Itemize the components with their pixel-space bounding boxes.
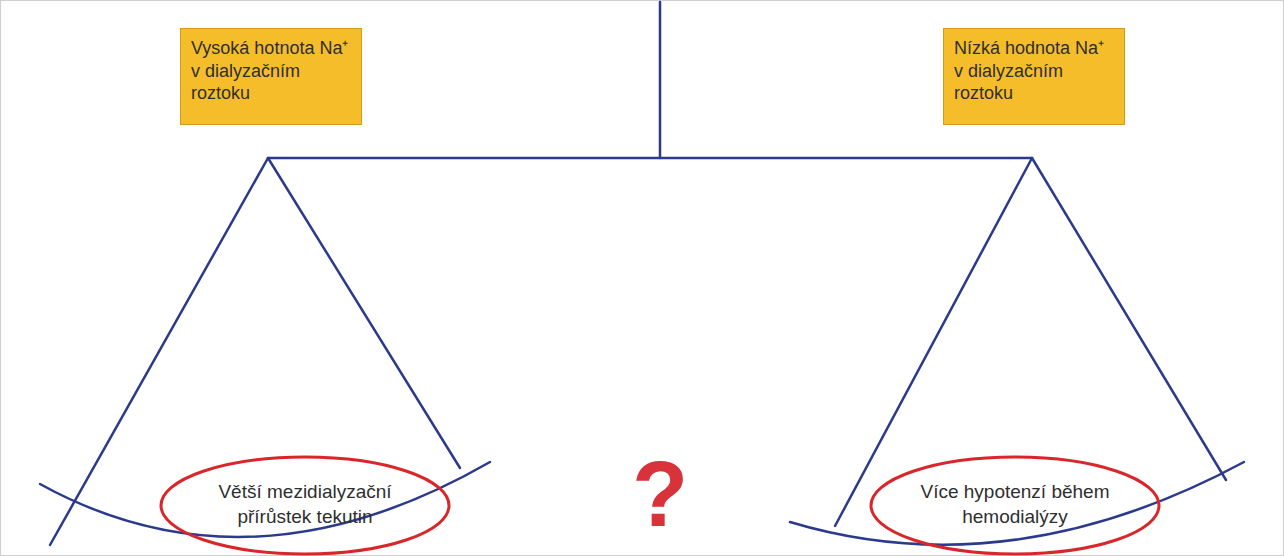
- scale-beam: [268, 157, 1032, 160]
- question-mark: ?: [620, 448, 700, 540]
- scale: [40, 2, 1244, 545]
- condition-box: Vysoká hotnota Na⁺ v dialyzačním roztoku: [180, 28, 362, 125]
- ellipse-outline: [871, 457, 1159, 554]
- pan-string: [835, 158, 1032, 526]
- ellipse-outline: [159, 455, 451, 556]
- condition-text: Vysoká hotnota Na⁺ v dialyzačním roztoku: [191, 37, 351, 105]
- outcome-text: Větší mezidialyzační přírůstek tekutin: [198, 480, 413, 529]
- ellipse-outline: [869, 455, 1161, 556]
- pan-string: [268, 158, 460, 468]
- outcome-ellipse: Větší mezidialyzační přírůstek tekutin: [159, 455, 451, 556]
- pan-string: [1032, 158, 1226, 480]
- scale-pan: [40, 462, 490, 537]
- scale-post: [659, 2, 662, 158]
- ellipse-outline: [161, 457, 449, 554]
- condition-text: Nízká hodnota Na⁺ v dialyzačním roztoku: [954, 37, 1114, 105]
- condition-box: Nízká hodnota Na⁺ v dialyzačním roztoku: [943, 28, 1125, 125]
- scale-pan: [790, 462, 1244, 545]
- outcome-text: Více hypotenzí během hemodialýzy: [908, 480, 1123, 529]
- outcome-ellipse: Více hypotenzí během hemodialýzy: [869, 455, 1161, 556]
